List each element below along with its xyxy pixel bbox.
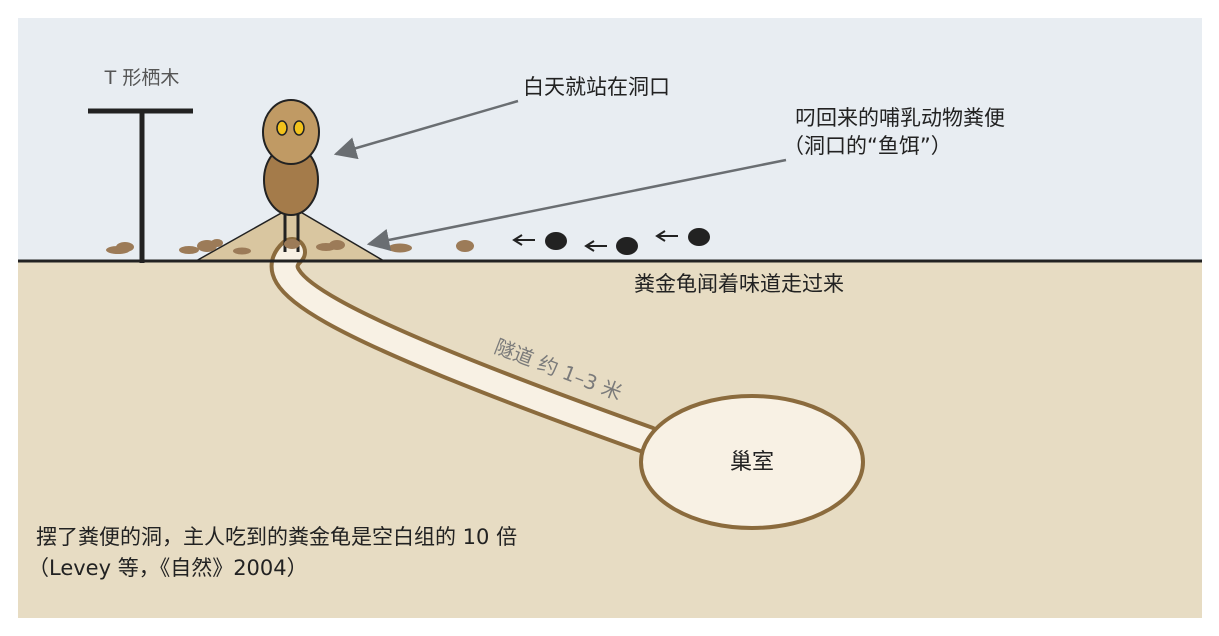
movement-arrow-icon <box>512 234 535 246</box>
dung-pellet-icon <box>284 239 300 249</box>
dung-beetle-icon <box>616 237 638 255</box>
dung-pellets <box>106 239 474 255</box>
t-perch-icon <box>88 108 193 263</box>
nest-chamber <box>639 394 865 530</box>
dung-callout-arrow <box>366 158 787 252</box>
dung-pellet-icon <box>211 239 223 247</box>
dung-pellet-icon <box>456 240 474 252</box>
movement-arrow-icon <box>655 230 678 242</box>
dung-beetle-icon <box>545 232 567 250</box>
chamber-label: 巢室 <box>730 450 774 475</box>
movement-arrow-icon <box>584 240 607 252</box>
sky-panel <box>18 18 1202 261</box>
beetle-group <box>545 228 710 255</box>
beetle-arrows <box>512 230 678 252</box>
dung-pellet-icon <box>116 242 134 252</box>
citation-text: （Levey 等，《自然》2004） <box>28 556 308 580</box>
perch-label: T 形栖木 <box>104 67 180 89</box>
dung-pellet-icon <box>233 247 251 255</box>
owl-callout-arrow <box>333 99 519 160</box>
dung-pellet-icon <box>179 246 199 254</box>
dung-beetle-icon <box>688 228 710 246</box>
dung-pellet-icon <box>388 243 412 253</box>
dung-pellet-icon <box>329 240 345 250</box>
dung-bait-label-line1: 叼回来的哺乳动物粪便 <box>795 106 1005 130</box>
beetle-label: 粪金龟闻着味道走过来 <box>634 272 844 296</box>
tunnel-fill <box>273 241 659 451</box>
dung-bait-label-line2: （洞口的“鱼饵”） <box>783 134 952 158</box>
owl-daytime-label: 白天就站在洞口 <box>523 75 670 99</box>
finding-text: 摆了粪便的洞，主人吃到的粪金龟是空白组的 10 倍 <box>36 525 517 549</box>
